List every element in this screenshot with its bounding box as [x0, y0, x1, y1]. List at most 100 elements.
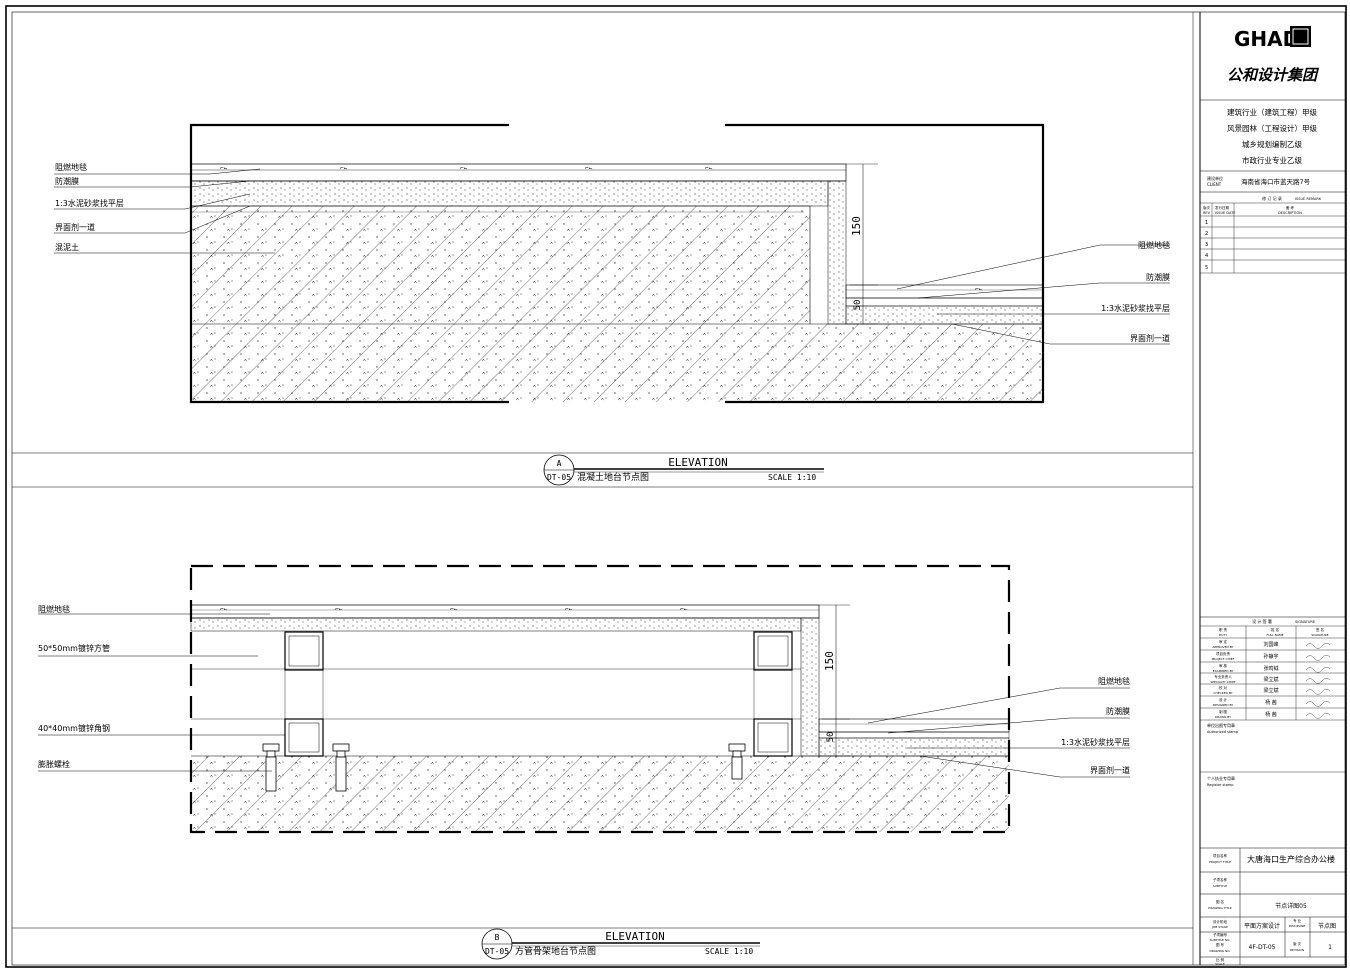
detail-b: ⌐⌙ ⌐⌙ ⌐⌙ ⌐⌙ ⌐⌙: [12, 564, 1193, 960]
signature-role-en-2: EXAMINED BY: [1213, 669, 1234, 673]
sig-col-name-en: FULL NAME: [1267, 633, 1284, 637]
signature-role-6: 制 图: [1219, 709, 1228, 714]
date-col: 发行日期: [1215, 205, 1230, 210]
dim-150-a: 150: [850, 216, 863, 236]
detail-b-marker-letter: B: [495, 933, 500, 942]
signature-role-2: 审 核: [1219, 663, 1228, 668]
rev-row-1: 1: [1205, 220, 1208, 226]
detail-a-marker-letter: A: [557, 459, 562, 468]
signature-role-4: 校 对: [1219, 685, 1228, 690]
client-value: 海南省海口市蓝天路7号: [1241, 177, 1311, 186]
sig-col-sign-en: SIGNATURE: [1311, 633, 1328, 637]
label-b-right-0: 阻燃地毯: [1098, 676, 1130, 686]
label-a-right-1: 防潮膜: [1146, 272, 1170, 282]
svg-text:⌐⌙: ⌐⌙: [705, 165, 713, 172]
client-label: 建设单位: [1207, 175, 1223, 181]
rev-col: 版次: [1203, 205, 1211, 210]
signature-role-3: 专业负责人: [1214, 674, 1232, 679]
desc-col-en: DESCRIPTION: [1278, 211, 1302, 215]
label-a-left-2: 1:3水泥砂浆找平层: [55, 198, 124, 208]
signature-role-en-5: DESIGNED BY: [1213, 703, 1234, 707]
drawing-title: 节点详图05: [1275, 902, 1307, 910]
signature-name-3: 梁立斌: [1263, 676, 1278, 683]
detail-b-scale: SCALE 1:10: [705, 947, 753, 956]
detail-b-heading: ELEVATION: [605, 930, 665, 943]
steel-tube-50: [284, 631, 324, 671]
mortar-layer: [190, 180, 829, 207]
discipline-label-en: DISCIPLINE: [1289, 924, 1306, 928]
label-a-right-2: 1:3水泥砂浆找平层: [1101, 303, 1170, 313]
revision-no: 1: [1328, 944, 1332, 951]
signature-role-5: 设 计: [1219, 697, 1228, 702]
subtitle-no-label-en: SUBTITLE NO.: [1210, 938, 1231, 942]
sheet-border-outer: [5, 5, 1347, 968]
subtitle-label: 子项名称: [1213, 877, 1228, 882]
sig-col-duty-en: DUTY: [1219, 633, 1227, 637]
detail-b-marker-ref: DT-05: [485, 947, 509, 956]
svg-text:⌐⌙: ⌐⌙: [450, 606, 458, 613]
drawing-no-label: 图 号: [1216, 942, 1225, 947]
svg-text:⌐⌙: ⌐⌙: [680, 606, 688, 613]
signature-role-0: 审 定: [1219, 639, 1228, 644]
project-label-en: PROJECT TITLE: [1209, 860, 1231, 864]
label-a-right-0: 阻燃地毯: [1138, 240, 1170, 250]
signature-mark-5: [1305, 701, 1331, 707]
qualification-3: 市政行业专业乙级: [1242, 155, 1302, 165]
svg-text:⌐⌙: ⌐⌙: [585, 165, 593, 172]
drawing-no: 4F-DT-05: [1249, 944, 1276, 951]
detail-a-marker-ref: DT-05: [547, 473, 571, 482]
signature-mark-6: [1305, 713, 1331, 719]
carpet-layer: [190, 163, 847, 182]
signature-name-1: 孙静宇: [1263, 653, 1278, 660]
label-a-left-4: 混泥土: [55, 242, 79, 252]
drawing-title-label-en: DRAWING TITLE: [1208, 906, 1232, 910]
label-a-left-0: 阻燃地毯: [55, 162, 87, 172]
project-label: 项目名称: [1213, 853, 1228, 858]
svg-text:⌐⌙: ⌐⌙: [975, 286, 983, 293]
revision-header-en: ISSUE REMARK: [1295, 197, 1322, 201]
rev-row-4: 4: [1205, 253, 1208, 259]
dim-50-b: 50: [826, 732, 836, 743]
discipline: 节点图: [1318, 922, 1336, 930]
revision-label-en: REVISION: [1290, 948, 1304, 952]
svg-text:⌐⌙: ⌐⌙: [335, 606, 343, 613]
label-b-right-1: 防潮膜: [1106, 706, 1130, 716]
signature-mark-3: [1305, 678, 1331, 684]
signature-name-6: 杨 茜: [1265, 711, 1277, 718]
job-stage: 平面方案设计: [1244, 922, 1280, 930]
stage-label: 设计阶段: [1213, 919, 1228, 924]
sig-col-sign: 签 名: [1316, 627, 1324, 632]
company-seal: [1290, 26, 1311, 47]
subtitle-no-label: 子项编号: [1213, 932, 1228, 937]
label-b-left-1: 50*50mm镀锌方管: [38, 643, 110, 653]
discipline-label: 专 业: [1293, 918, 1302, 923]
label-a-right-3: 界面剂一道: [1130, 333, 1170, 343]
stage-label-en: JOB STAGE: [1211, 925, 1228, 929]
signature-name-2: 张鸣钺: [1263, 665, 1278, 672]
subtitle-label-en: SUBTITLE: [1213, 884, 1227, 888]
scale-label-en: SCALE: [1215, 962, 1225, 966]
signature-role-en-1: PROJECT CHIEF: [1212, 657, 1235, 661]
client-label-en: CLIENT: [1207, 182, 1222, 187]
desc-col: 备 考: [1286, 205, 1295, 210]
signature-role-en-0: APPROVED BY: [1212, 645, 1233, 649]
label-b-right-3: 界面剂一道: [1090, 765, 1130, 775]
detail-a-title: 混凝土地台节点图: [577, 471, 649, 483]
company-logo: GHAD: [1234, 27, 1299, 51]
label-b-left-2: 40*40mm镀锌角钢: [38, 723, 110, 733]
register-stamp-label: 个人执业专用章: [1207, 775, 1235, 781]
project-title: 大唐海口生产综合办公楼: [1247, 854, 1335, 864]
signature-role-en-4: CHECKED BY: [1213, 691, 1232, 695]
title-block: GHAD 公和设计集团 建筑行业（建筑工程）甲级 风景园林（工程设计）甲级 城乡…: [1200, 26, 1345, 966]
svg-text:⌐⌙: ⌐⌙: [460, 165, 468, 172]
sheet-border-inner: [11, 11, 1346, 966]
svg-text:⌐⌙: ⌐⌙: [565, 606, 573, 613]
detail-b-title: 方管骨架地台节点图: [515, 945, 596, 957]
signature-header-en: SIGNATURE: [1295, 620, 1315, 624]
qualification-2: 城乡规划编制乙级: [1242, 139, 1302, 149]
revision-label: 版 次: [1293, 941, 1302, 946]
dim-50-a: 50: [853, 300, 863, 311]
authorized-stamp-label-en: Authorized stamp: [1207, 730, 1239, 734]
sig-col-name: 姓 名: [1271, 627, 1279, 632]
scale-label: 比 例: [1216, 957, 1225, 962]
